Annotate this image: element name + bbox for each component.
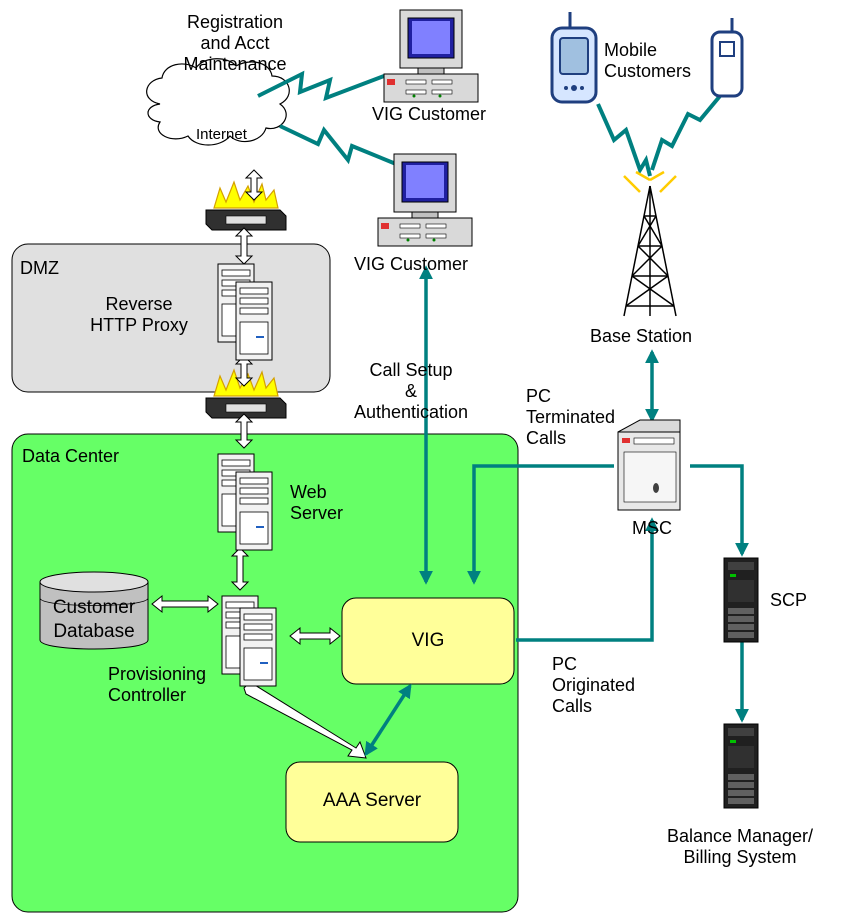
provisioning-controller-label: Provisioning Controller — [108, 664, 207, 705]
registration-annotation: Registration and Acct Maintenance — [183, 12, 287, 74]
mobile-phone-left-icon — [550, 12, 598, 104]
lightning-mobile-left-icon — [596, 103, 652, 177]
aaa-server-label: AAA Server — [322, 790, 422, 811]
teal-links — [364, 265, 749, 757]
msc-server-icon — [617, 419, 681, 511]
mobile-phone-right-icon — [710, 18, 744, 98]
vig-box — [341, 597, 515, 685]
vig-label: VIG — [411, 630, 445, 651]
customer-database-icon — [39, 571, 149, 650]
call-setup-annotation: Call Setup & Authentication — [353, 360, 469, 422]
pc-originated-annotation: PC Originated Calls — [552, 654, 636, 716]
msc-label: MSC — [632, 518, 672, 538]
base-station-tower-icon — [623, 170, 677, 317]
pc-terminated-annotation: PC Terminated Calls — [526, 386, 616, 448]
internet-label: Internet — [196, 126, 247, 143]
white-arrows — [151, 169, 367, 759]
lightning-registration-icon — [257, 70, 385, 102]
mobile-customers-label: Mobile Customers — [604, 40, 692, 81]
provisioning-controller-server-icon — [221, 595, 277, 687]
firewall-top-icon — [205, 181, 287, 231]
vig-customer-mid-label: VIG Customer — [354, 254, 469, 274]
lightning-internet-icon — [279, 124, 397, 166]
scp-rack-icon — [723, 557, 759, 643]
dmz-zone-title: DMZ — [20, 258, 59, 278]
base-station-label: Base Station — [590, 326, 693, 346]
customer-database-label: Customer Database — [52, 597, 136, 642]
balance-manager-rack-icon — [723, 723, 759, 809]
vig-customer-top-label: VIG Customer — [372, 104, 487, 124]
vig-customer-top-pc-icon — [383, 9, 479, 103]
lightning-mobile-right-icon — [650, 94, 722, 171]
internet-cloud — [146, 58, 290, 146]
web-server-label: Web Server — [290, 482, 344, 523]
reverse-proxy-label: Reverse HTTP Proxy — [90, 294, 188, 335]
scp-label: SCP — [770, 590, 808, 610]
data-center-zone-title: Data Center — [22, 446, 120, 466]
vig-customer-mid-pc-icon — [377, 153, 473, 247]
aaa-server-box — [285, 761, 459, 843]
balance-manager-label: Balance Manager/ Billing System — [666, 826, 814, 867]
